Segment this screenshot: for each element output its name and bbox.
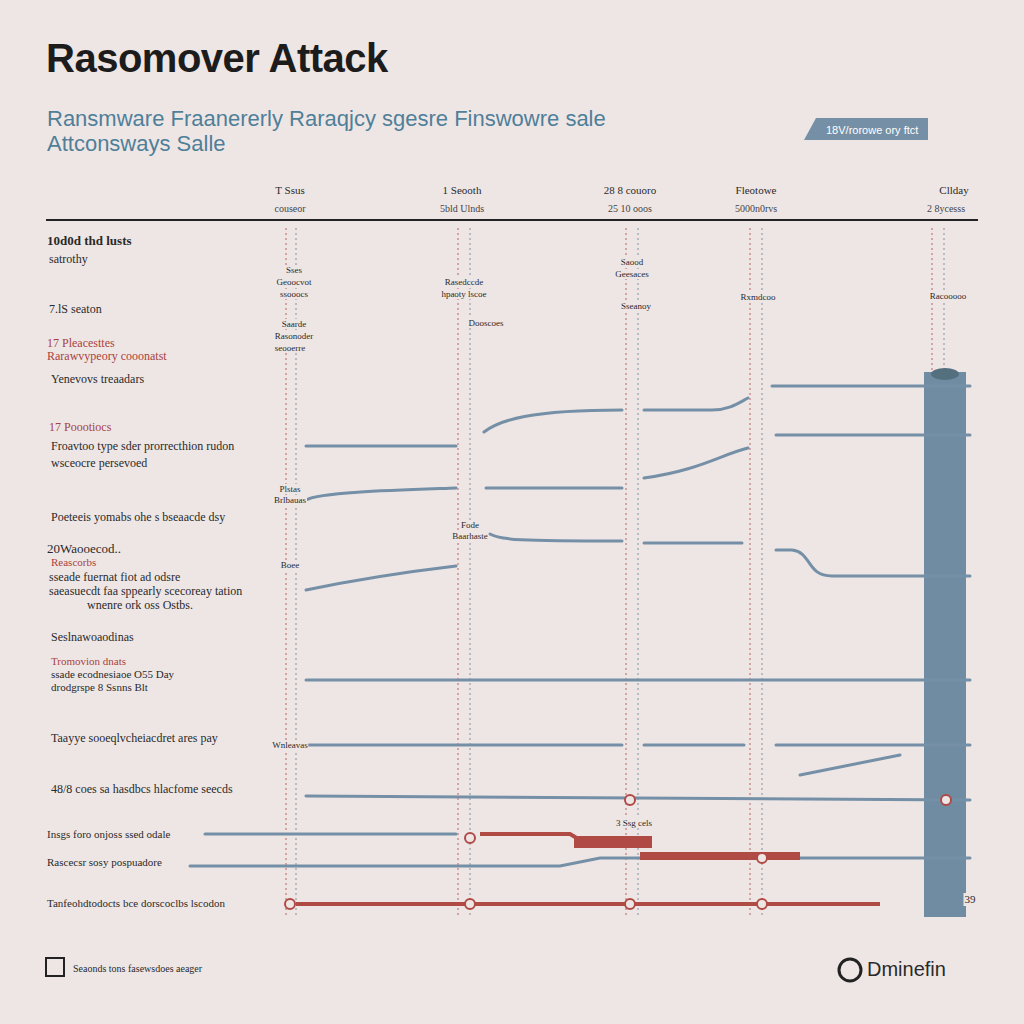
logo-mark (839, 959, 861, 981)
cell-note: Dooscoes (468, 318, 505, 328)
row-label: saeasuecdt faa sppearly scecoreay tation (48, 585, 243, 599)
cell-note: Plstas (278, 484, 301, 494)
cell-note: Fode (460, 520, 480, 530)
cell-note: Wnleavas (271, 740, 308, 750)
subtitle: Ransmware Fraanererly Raraqjcy sgesre Fi… (46, 106, 607, 131)
row-label: Poeteeis yomabs ohe s bseaacde dsy (50, 511, 226, 525)
row-label: Insgs foro onjoss ssed odale (46, 828, 171, 841)
row-label: Taayye sooeqlvcheiacdret ares pay (50, 732, 219, 746)
column-subheader: 5bld Ulnds (439, 203, 485, 215)
cell-note: Geoocvot (276, 277, 313, 287)
cell-note: Rxmdcoo (740, 292, 777, 302)
cell-note: Boee (280, 560, 301, 570)
row-label: wsceocre persevoed (50, 457, 148, 471)
column-guides (286, 228, 944, 915)
pipe-column (924, 372, 966, 917)
node-markers (285, 795, 951, 909)
cell-note: Saarde (281, 319, 308, 329)
row-label: 10d0d thd lusts (46, 234, 133, 249)
column-header: 1 Seooth (442, 184, 483, 197)
column-header: T Ssus (274, 184, 305, 197)
row-label: Reascorbs (50, 556, 97, 569)
red-bars (296, 834, 880, 904)
cell-note: Sses (285, 265, 303, 275)
footer-note: Seaonds tons fasewsdoes aeager (72, 963, 203, 975)
chart-title: Rasomover Attack (46, 36, 388, 81)
row-label: Seslnawoaodinas (50, 631, 135, 645)
row-label: wnenre ork oss Ostbs. (86, 599, 194, 613)
column-subheader: 25 10 ooos (607, 203, 653, 215)
cell-note: ssooocs (279, 289, 309, 299)
brand-name: Dminefin (866, 958, 947, 981)
row-label: sseade fuernat fiot ad odsre (48, 571, 181, 585)
column-subheader: 2 8ycesss (926, 203, 966, 215)
row-label: Tromovion dnats (50, 655, 127, 668)
cell-note: Brlbauas (273, 495, 307, 505)
value-label: 39 (964, 893, 977, 906)
flow-lines (190, 386, 970, 866)
tag-text: 18V/rorowe ory ftct (826, 124, 918, 136)
cell-note: 3 Ssg cels (615, 818, 653, 828)
column-header: 28 8 couoro (603, 184, 658, 197)
column-subheader: 5000n0rvs (734, 203, 778, 215)
cell-note: hpaoty lscoe (440, 289, 487, 299)
column-header: Fleotowe (735, 184, 778, 197)
row-label: drodgrspe 8 Ssnns Blt (50, 681, 149, 694)
cell-note: Saood (620, 257, 645, 267)
row-label: 20Waooecod.. (46, 542, 122, 557)
row-label: 7.lS seaton (48, 303, 103, 317)
row-label: Tanfeohdtodocts bce dorscoclbs lscodon (46, 897, 226, 910)
subtitle: Attconsways Salle (46, 131, 227, 156)
row-label: 17 Poootiocs (48, 421, 112, 435)
row-label: Rascecsr sosy pospuadore (46, 856, 163, 869)
pipe-cap (931, 368, 959, 380)
column-subheader: couseor (273, 203, 306, 215)
logo-box (46, 958, 64, 976)
cell-note: seooerre (274, 343, 306, 353)
row-label: ssade ecodnesiaoe O55 Day (50, 668, 175, 681)
cell-note: Baarhaste (451, 531, 488, 541)
header-rule (46, 219, 978, 221)
cell-note: Geesaces (614, 269, 649, 279)
row-label: satrothy (48, 253, 89, 267)
tag-band: 18V/rorowe ory ftct (804, 118, 928, 140)
cell-note: Rasonoder (274, 331, 315, 341)
row-label: 17 Pleacesttes (46, 337, 116, 351)
column-header: Cllday (938, 184, 969, 197)
cell-note: Sseanoy (620, 301, 652, 311)
row-label: 48/8 coes sa hasdbcs hlacfome seecds (50, 783, 234, 797)
cell-note: Racooooo (929, 291, 968, 301)
cell-note: Rasedccde (444, 277, 484, 287)
row-label: Rarawvypeory cooonatst (46, 350, 168, 364)
row-label: Froavtoo type sder prorrecthion rudon (50, 440, 235, 454)
row-label: Yenevovs treaadars (50, 373, 145, 387)
